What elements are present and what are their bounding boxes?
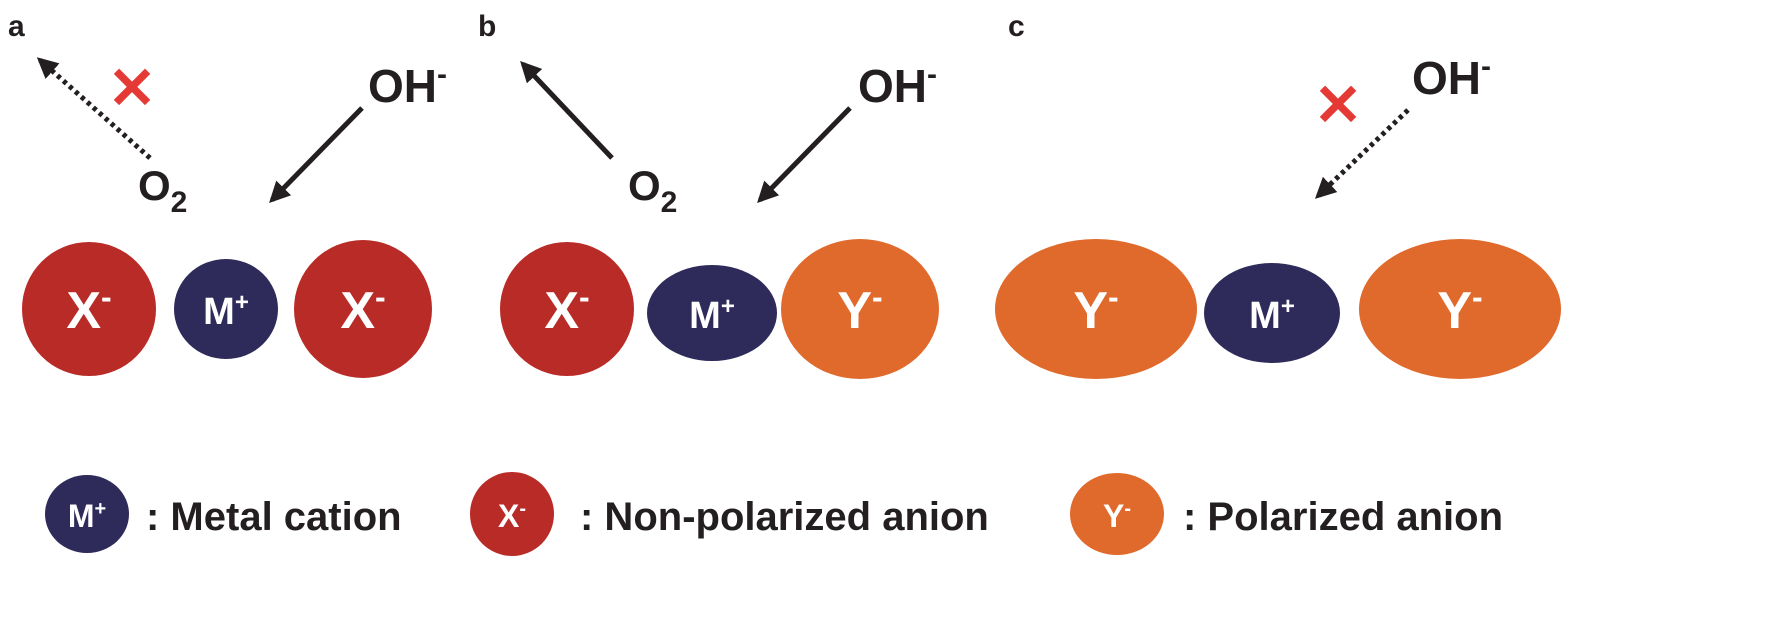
ion-label: M+: [689, 293, 735, 337]
reactant-oh-label: OH-: [368, 58, 447, 112]
panel-c-label: c: [1008, 10, 1025, 43]
metal-cation: [174, 259, 278, 359]
legend-item-polarized-anion: Y- : Polarized anion: [1070, 473, 1503, 555]
blocked-cross-icon: ✕: [1314, 73, 1363, 138]
ion-label: M+: [1249, 293, 1295, 337]
hydroxide-attack-arrow: [757, 106, 852, 204]
blocked-cross-icon: ✕: [108, 56, 157, 121]
legend-symbol: X-: [498, 498, 526, 534]
legend-text: : Non-polarized anion: [580, 495, 989, 539]
metal-cation: [647, 265, 777, 361]
polarized-anion-right: [1359, 239, 1561, 379]
metal-cation: [1204, 263, 1340, 363]
non-polarized-anion-right: [294, 240, 432, 378]
panel-b-label: b: [478, 10, 496, 43]
ion-chain-b: X- M+ Y-: [500, 239, 939, 379]
reactant-oh-label: OH-: [1412, 50, 1491, 104]
polarized-anion-left: [995, 239, 1197, 379]
non-polarized-anion-left: [22, 242, 156, 376]
legend-item-non-polarized-anion: X- : Non-polarized anion: [470, 472, 989, 556]
hydroxide-attack-arrow: [269, 106, 364, 204]
product-o2-label: O2: [628, 162, 677, 219]
panel-a: a ✕ O2 OH- X- M+ X-: [8, 10, 447, 378]
metal-cation-swatch: [45, 475, 129, 553]
legend-item-metal-cation: M+ : Metal cation: [45, 475, 402, 553]
ion-label: X-: [66, 279, 111, 340]
legend-text: : Metal cation: [146, 495, 402, 539]
ion-label: Y-: [1437, 279, 1482, 340]
ion-label: Y-: [1073, 279, 1118, 340]
panel-c: c ✕ OH- Y- M+ Y-: [995, 10, 1561, 379]
panel-b: b O2 OH- X- M+ Y-: [478, 10, 939, 379]
oxygen-release-arrow: [520, 60, 614, 160]
polarized-anion: [781, 239, 939, 379]
panel-a-label: a: [8, 10, 25, 43]
ion-label: Y-: [837, 279, 882, 340]
ion-chain-a: X- M+ X-: [22, 240, 432, 378]
legend: M+ : Metal cation X- : Non-polarized ani…: [45, 472, 1503, 556]
polarized-anion-swatch: [1070, 473, 1164, 555]
oxygen-release-blocked-arrow: [36, 57, 152, 160]
reactant-oh-label: OH-: [858, 58, 937, 112]
non-polarized-anion: [500, 242, 634, 376]
legend-symbol: M+: [68, 498, 106, 534]
ion-label: X-: [544, 279, 589, 340]
ion-label: X-: [340, 279, 385, 340]
legend-symbol: Y-: [1103, 498, 1131, 534]
legend-text: : Polarized anion: [1183, 495, 1503, 539]
non-polarized-anion-swatch: [470, 472, 554, 556]
product-o2-label: O2: [138, 162, 187, 219]
ion-label: M+: [203, 289, 249, 333]
ion-chain-c: Y- M+ Y-: [995, 239, 1561, 379]
